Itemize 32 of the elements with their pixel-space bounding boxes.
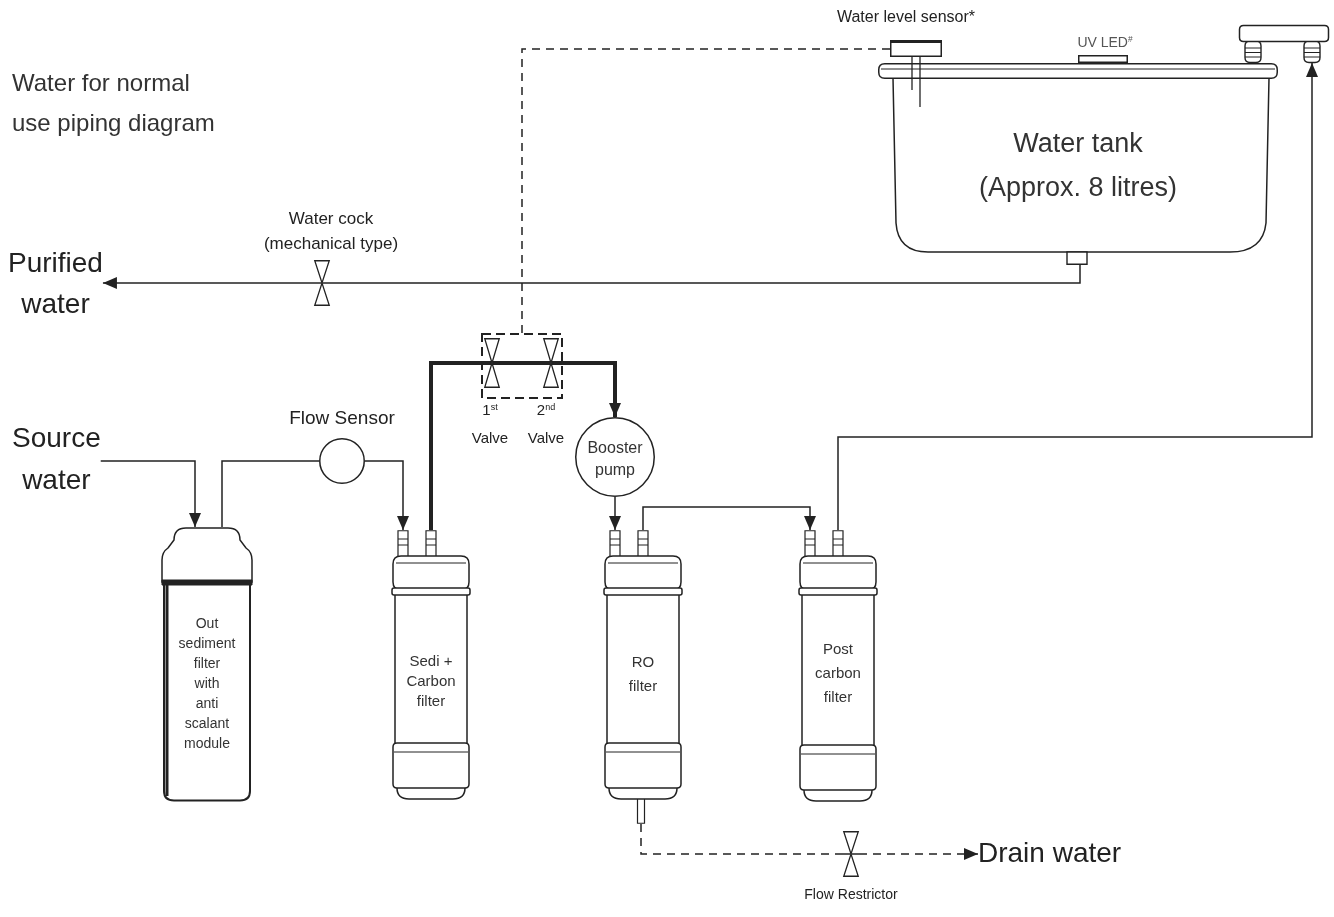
tank-name: Water tank	[1013, 127, 1143, 160]
dashed-pipe-line	[640, 823, 844, 855]
flow-arrow	[99, 460, 201, 528]
flow-arrow	[364, 460, 409, 531]
flow-arrow	[559, 361, 621, 417]
valve-label: Flow Restrictor	[804, 885, 898, 903]
valve-label: 2$^{nd}$ Valve	[527, 400, 565, 448]
pipe-line	[429, 361, 484, 530]
filter-name: Out sediment filter with anti scalant module	[177, 614, 237, 753]
dashed-flow-arrow	[858, 848, 979, 860]
sensor-label: Flow Sensor	[289, 406, 395, 429]
valve-label: 1$^{st}$ Valve	[471, 400, 509, 448]
sensor-label: Water level sensor*	[836, 7, 976, 27]
uv-led-label: UV LED$^{#}$	[1077, 33, 1133, 51]
pump-name: Booster pump	[586, 438, 644, 480]
flow-arrow	[642, 506, 816, 531]
filter-name: Post carbon filter	[814, 639, 862, 707]
tank-capacity: (Approx. 8 litres)	[978, 171, 1178, 204]
filter-name: RO filter	[627, 652, 659, 696]
flow-arrow	[837, 62, 1318, 531]
pipe-line	[221, 460, 320, 528]
pipe-line	[500, 361, 543, 365]
outlet-label: Purified water	[8, 242, 103, 324]
pipe-line	[329, 264, 1081, 284]
flow-arrow	[609, 496, 621, 531]
diagram-title: Water for normal use piping diagram	[12, 68, 216, 138]
drain-label: Drain water	[978, 836, 1122, 870]
dashed-pipe-line	[521, 48, 891, 334]
inlet-label: Source water	[12, 417, 101, 501]
valve-label: Water cock (mechanical type)	[262, 208, 400, 255]
filter-name: Sedi + Carbon filter	[405, 651, 457, 711]
flow-arrow	[102, 277, 315, 289]
